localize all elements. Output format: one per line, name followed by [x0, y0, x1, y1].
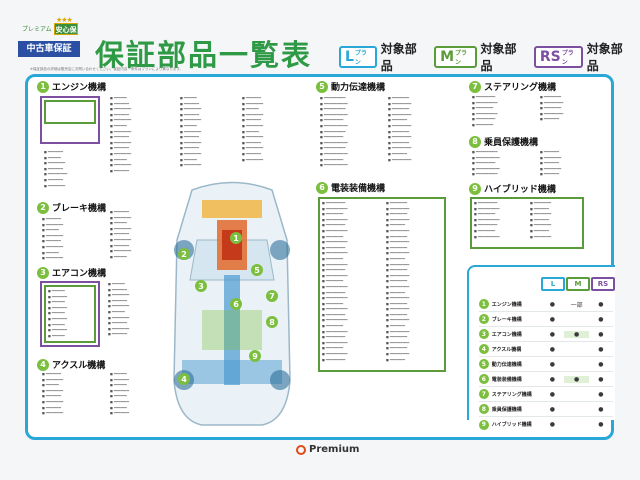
car-label-9: 9	[249, 350, 261, 362]
aircon-parts-col-1: ━━━━━━━━━━━━━━━━━━━━━━━━━━━━━━━━━━━━━━━━…	[48, 289, 67, 339]
section-aircon: 3 エアコン機構	[37, 266, 106, 279]
electrical-parts-col-1: ━━━━━━━━━━━━━━━━━━━━━━━━━━━━━━━━━━━━━━━━…	[322, 201, 348, 363]
logo-gold-badge: 安心保証	[54, 23, 78, 46]
section-brake: 2 ブレーキ機構	[37, 201, 106, 214]
premium-warranty-logo: プレミアム ★★★ 安心保証 中古車保証	[18, 14, 86, 66]
premium-mark-icon	[296, 444, 306, 455]
page-title: 保証部品一覧表	[95, 38, 313, 72]
engine-m-box	[44, 100, 96, 124]
header-m: M	[566, 277, 590, 291]
electrical-parts-col-2: ━━━━━━━━━━━━━━━━━━━━━━━━━━━━━━━━━━━━━━━━…	[386, 201, 409, 363]
car-label-6: 6	[230, 298, 242, 310]
car-label-1: 1	[230, 232, 242, 244]
section-powertrain: 5 動力伝達機構	[316, 80, 385, 93]
engine-parts-col-3: ━━━━━━━━━━━━━━━━━━━━━━━━━━━━━━━━━━━━━━━━…	[180, 96, 201, 169]
brake-parts-col-1: ━━━━━━━━━━━━━━━━━━━━━━━━━━━━━━━━━━━━━━━━…	[42, 217, 63, 262]
plan-l-label: 対象部品	[380, 42, 417, 73]
section-hybrid: 9 ハイブリッド機構	[469, 182, 556, 195]
plan-rs-label: 対象部品	[586, 42, 623, 73]
brand-logo: Premium	[296, 444, 359, 455]
occupant-parts-col-2: ━━━━━━━━━━━━━━━━━━━━━━━━━━━━━━━━━━━━━	[540, 150, 561, 178]
section-steering: 7 ステアリング機構	[469, 80, 556, 93]
powertrain-parts-col-1: ━━━━━━━━━━━━━━━━━━━━━━━━━━━━━━━━━━━━━━━━…	[320, 96, 348, 169]
brake-parts-col-2: ━━━━━━━━━━━━━━━━━━━━━━━━━━━━━━━━━━━━━━━━…	[110, 210, 131, 260]
coverage-table-header: L M RS	[541, 277, 616, 291]
header-rs: RS	[591, 277, 615, 291]
header-l: L	[541, 277, 565, 291]
engine-parts-col-2: ━━━━━━━━━━━━━━━━━━━━━━━━━━━━━━━━━━━━━━━━…	[110, 96, 131, 174]
steering-parts-col-2: ━━━━━━━━━━━━━━━━━━━━━━━━━━━━━━━━━━━━━━━━…	[540, 95, 563, 123]
car-label-7: 7	[266, 290, 278, 302]
section-engine: 1 エンジン機構	[37, 80, 106, 93]
plan-m-label: 対象部品	[480, 42, 517, 73]
fine-print: ※保証部品の詳細は販売店にお問い合わせください。保証内容・条件はプランにより異な…	[30, 67, 184, 71]
logo-stars: ★★★	[56, 16, 73, 24]
section-axle: 4 アクスル機構	[37, 358, 105, 371]
engine-parts-col-4: ━━━━━━━━━━━━━━━━━━━━━━━━━━━━━━━━━━━━━━━━…	[242, 96, 263, 163]
section-electrical: 6 電装装備機構	[316, 181, 385, 194]
logo-tag: 中古車保証	[18, 41, 80, 57]
hybrid-parts-col-2: ━━━━━━━━━━━━━━━━━━━━━━━━━━━━━━━━━━━━━━━━…	[530, 201, 551, 240]
car-label-3: 3	[195, 280, 207, 292]
steering-parts-col-1: ━━━━━━━━━━━━━━━━━━━━━━━━━━━━━━━━━━━━━━━━…	[472, 95, 498, 129]
axle-parts-col-2: ━━━━━━━━━━━━━━━━━━━━━━━━━━━━━━━━━━━━━━━━…	[110, 372, 129, 417]
car-label-8: 8	[266, 316, 278, 328]
axle-parts-col-1: ━━━━━━━━━━━━━━━━━━━━━━━━━━━━━━━━━━━━━━━━…	[42, 372, 63, 417]
logo-small-text: プレミアム	[22, 26, 52, 33]
occupant-parts-col-1: ━━━━━━━━━━━━━━━━━━━━━━━━━━━━━━━━━━━━━━━━…	[472, 150, 500, 178]
section-occupant-protection: 8 乗員保護機構	[469, 135, 538, 148]
brand-name: Premium	[309, 444, 360, 455]
engine-parts-col-1: ━━━━━━━━━━━━━━━━━━━━━━━━━━━━━━━━━━━━━━━━…	[44, 150, 67, 189]
hybrid-parts-col-1: ━━━━━━━━━━━━━━━━━━━━━━━━━━━━━━━━━━━━━━━━…	[474, 201, 500, 240]
aircon-parts-col-2: ━━━━━━━━━━━━━━━━━━━━━━━━━━━━━━━━━━━━━━━━…	[108, 282, 129, 338]
car-label-5: 5	[251, 264, 263, 276]
car-label-2: 2	[178, 248, 190, 260]
powertrain-parts-col-2: ━━━━━━━━━━━━━━━━━━━━━━━━━━━━━━━━━━━━━━━━…	[388, 96, 411, 163]
car-label-4: 4	[178, 373, 190, 385]
